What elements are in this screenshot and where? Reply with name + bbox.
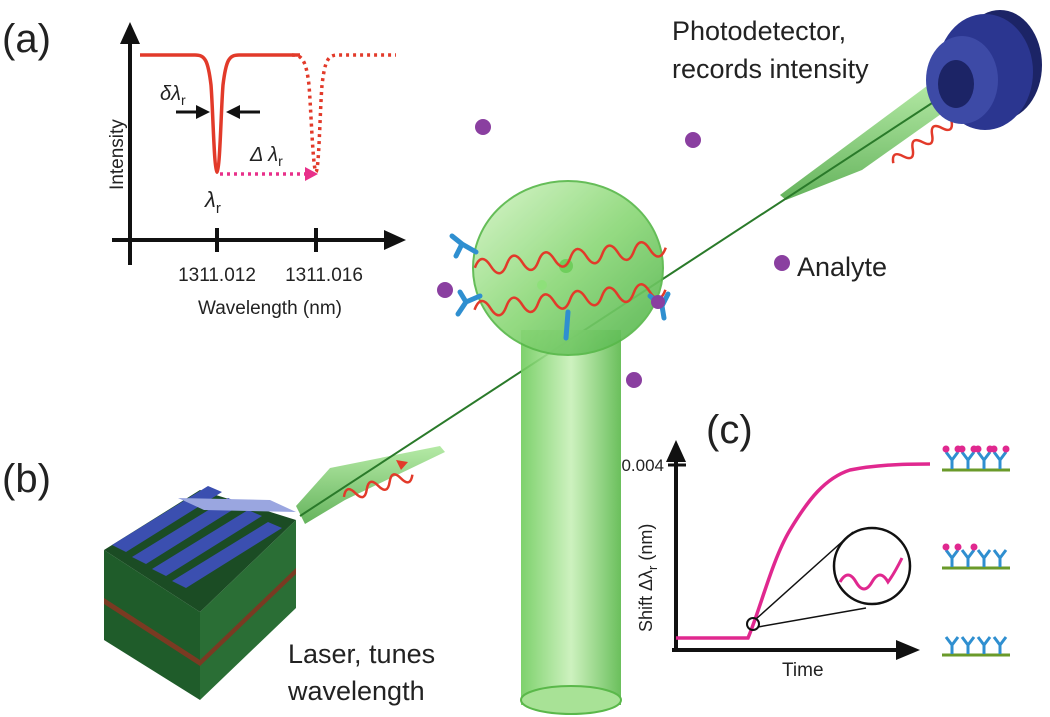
inset-a-x-arrowhead: [384, 230, 406, 250]
light-wave-left: [342, 473, 414, 499]
laser-label-line1: Laser, tunes: [288, 639, 435, 669]
panel-label-a: (a): [2, 17, 51, 61]
zoom-wavy-curve: [838, 557, 904, 591]
laser-active-layer-side: [200, 568, 296, 666]
antibody-left-bottom: [455, 289, 483, 317]
photodetector: [926, 10, 1042, 130]
inset-c-x-label: Time: [782, 660, 824, 681]
inset-c-y-label: Shift Δλr (nm): [636, 524, 660, 632]
sphere-highlight-2: [537, 280, 547, 290]
whispering-gallery-wave-bottom: [473, 283, 667, 317]
resonance-plot: δλr Δ λr λr Intensity 1311.012 1311.016 …: [107, 22, 406, 319]
shifted-dip-curve: [291, 53, 396, 175]
surface-icon-saturated: [942, 445, 1010, 472]
surface-icon-empty: [942, 636, 1010, 657]
analyte-particle: [774, 255, 790, 271]
light-wave-left-arrowhead: [396, 460, 408, 470]
laser-grating: [112, 486, 296, 588]
analyte-particle: [437, 282, 453, 298]
inset-a-y-arrowhead: [120, 22, 140, 44]
inset-c-x-arrowhead: [896, 640, 920, 660]
zoom-circle: [832, 526, 912, 606]
laser-label-line2: wavelength: [287, 676, 425, 706]
shift-label: Δ λr: [249, 144, 283, 169]
linewidth-arrowhead-right: [226, 105, 240, 119]
resonator-stem-base: [520, 685, 622, 715]
whispering-gallery-wave-top: [473, 241, 667, 275]
binding-kinetics-plot: 0.004 Shift Δλr (nm) Time: [621, 440, 931, 681]
photodetector-window: [938, 60, 974, 108]
antibody-bottom: [563, 309, 571, 341]
resonator-stem: [521, 330, 621, 705]
analyte-label: Analyte: [797, 252, 887, 282]
analyte-particle: [626, 372, 642, 388]
panel-label-c: (c): [706, 408, 753, 452]
fiber-taper-right: [780, 80, 958, 200]
resonance-dip-curve: [140, 53, 300, 175]
antibody-left-top: [449, 233, 479, 259]
inset-c-y-arrowhead: [666, 440, 686, 462]
zoom-guide-top: [755, 531, 854, 620]
linewidth-label: δλr: [160, 83, 186, 108]
analyte-particle: [475, 119, 491, 135]
inset-a-tick-label-1: 1311.012: [178, 265, 256, 286]
resonance-wavelength-label: λr: [204, 187, 221, 217]
photodetector-label-line2: records intensity: [672, 54, 869, 84]
analyte-particles: [437, 119, 790, 388]
binding-curve: [676, 462, 931, 640]
laser-side-face: [200, 520, 296, 700]
inset-a-x-label: Wavelength (nm): [198, 298, 342, 319]
tapered-fiber: [296, 80, 958, 524]
wavelength-shift-arrowhead: [305, 167, 318, 181]
laser-front-face: [104, 550, 200, 700]
inset-a-y-label: Intensity: [107, 119, 128, 190]
tunable-laser: [104, 486, 296, 700]
analyte-particle: [651, 295, 665, 309]
light-wave-right: [891, 120, 954, 164]
microsphere-resonator: [449, 180, 671, 715]
inset-a-tick-label-2: 1311.016: [285, 265, 363, 286]
surface-icon-partial: [942, 543, 1010, 570]
laser-active-layer-front: [104, 598, 200, 666]
linewidth-arrowhead-left: [196, 105, 210, 119]
inset-c-y-tick-label: 0.004: [621, 456, 664, 475]
analyte-particle: [685, 132, 701, 148]
photodetector-label-line1: Photodetector,: [672, 16, 846, 46]
fiber-taper-left: [296, 446, 445, 524]
panel-label-b: (b): [2, 457, 51, 501]
zoom-marker: [746, 617, 760, 631]
zoom-guide-bottom: [757, 607, 867, 628]
